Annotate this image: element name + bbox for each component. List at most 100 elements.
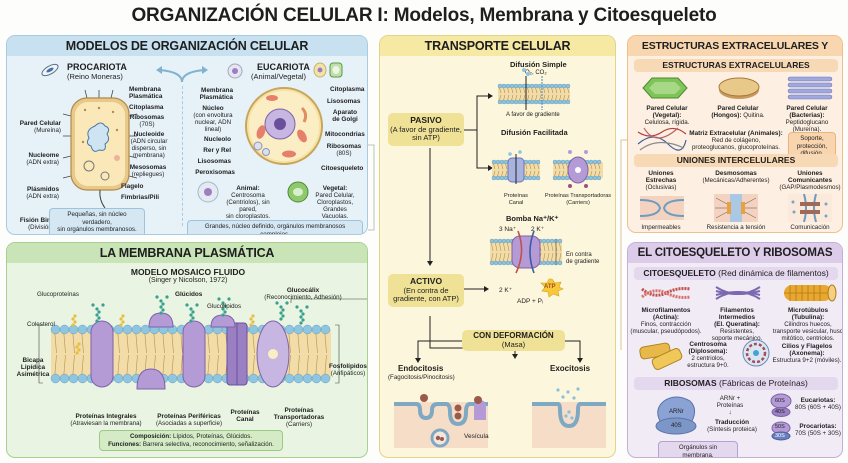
integral-protein [182, 320, 206, 388]
label-nucleolo: Nucleolo [204, 136, 231, 143]
label-pared-celular: Pared Celular(Mureína) [19, 120, 61, 134]
panel-connector-right [620, 139, 628, 350]
microtubulos-desc: Microtúbulos (Tubulina):Cilindros huecos… [772, 307, 843, 342]
bacteria-icon [41, 63, 59, 77]
filamentos-intermedios-desc: Filamentos Intermedios(El. Queratina):Re… [711, 307, 763, 342]
exocitosis-title: Exocitosis [550, 364, 591, 373]
fluid-mosaic-diagram [38, 295, 367, 390]
eucariota-title: EUCARIOTA [257, 62, 310, 72]
label-peroxisomas: Peroxisomas [195, 169, 235, 176]
label-rer-rel: Rer y Rel [203, 147, 231, 154]
label-proteinas-integrales: Proteínas Integrales(Atraviesan la membr… [70, 413, 142, 427]
eucariota-note: Grandes, núcleo definido, orgánulos memb… [187, 220, 363, 234]
desmosomas-function: Resistencia a tensión [706, 224, 766, 231]
eukaryote-cell-icon [227, 63, 243, 79]
label-fimbrias: Fimbrias/Pili [121, 194, 160, 201]
cilios-flagelos-desc: Cilios y Flagelos(Axonema):Estructura 9+… [772, 343, 842, 364]
model-title: MODELO MOSAICO FLUIDO [130, 267, 246, 277]
vesicula-label: Vesícula [464, 433, 489, 440]
citoesqueleto-subheader: CITOESQUELETO (Red dinámica de filamento… [634, 267, 838, 280]
estrechas-function: Impermeables [641, 224, 681, 231]
plant-wall-icon [642, 77, 688, 99]
plant-cell-icon [329, 62, 343, 78]
integral-protein [90, 320, 114, 388]
procariotas-desc: Procariotas:70S (50S + 30S) [795, 423, 841, 437]
procariota-note: Pequeñas, sin núcleo verdadero,sin orgán… [49, 208, 145, 234]
page-title: ORGANIZACIÓN CELULAR I: Modelos, Membran… [131, 5, 717, 26]
tight-junction-icon [639, 196, 685, 220]
gap-junction-icon [788, 193, 832, 223]
simple-diffusion-membrane [497, 68, 571, 110]
endocitosis-title: Endocitosis [398, 364, 444, 373]
label-fision-binaria: Fisión Binaria(División) [19, 217, 63, 231]
label-glucoproteinas: Glucoproteínas [37, 291, 79, 298]
centrosoma-desc: Centrosoma(Diplosoma):2 centriolos,estru… [687, 341, 729, 369]
40s-label: 40S [671, 423, 682, 429]
atp-icon [540, 278, 564, 298]
label-plasmidos: Plásmidos(ADN extra) [26, 186, 59, 200]
label-ribosomas-eu: Ribosomas(80S) [326, 143, 362, 157]
label-glucocalix: Glucocálix(Reconocimiento, Adhesión) [264, 287, 342, 301]
sodium-potassium-pump-diagram [489, 230, 563, 274]
vegetal-description: Vegetal:Pared Celular,Cloroplastos,Grand… [315, 185, 355, 220]
channel-protein-diagram [491, 150, 541, 184]
label-colesterol: Colesterol [27, 321, 55, 328]
panel-extracelulares: ESTRUCTURAS EXTRACELULARES Y UNIONES EST… [627, 35, 843, 233]
label-lisosomas-left: Lisosomas [197, 158, 231, 165]
k-top-label: 2 K⁺ [531, 226, 545, 233]
label-citoplasma-pro: Citoplasma [129, 104, 164, 111]
panel-modelos: MODELOS DE ORGANIZACIÓN CELULAR PROCARIO… [6, 35, 368, 235]
panel-extracelulares-header: ESTRUCTURAS EXTRACELULARES Y UNIONES [628, 36, 842, 72]
gases-label: O₂, CO₂ [525, 70, 547, 76]
plant-cell-small-icon [287, 181, 309, 203]
extracellular-matrix-icon [637, 127, 687, 151]
matriz-extracelular: Matriz Extracelular (Animales):Red de co… [689, 130, 783, 151]
difusion-simple-title: Difusión Simple [510, 60, 567, 69]
k-bottom-label: 2 K⁺ [499, 287, 513, 294]
pared-vegetal: Pared Celular (Vegetal):Celulosa, rígida… [644, 105, 690, 126]
adp-label: ADP + Pᵢ [517, 298, 544, 305]
centrosome-icon [639, 342, 683, 370]
30s-label: 30S [775, 433, 785, 439]
atp-label: ATP [544, 284, 556, 290]
50s-label: 50S [775, 424, 785, 430]
exocytosis-diagram [532, 387, 606, 448]
fungi-wall-icon [718, 77, 760, 99]
split-arrows-icon [156, 66, 208, 83]
procariota-title: PROCARIOTA [67, 62, 127, 72]
arnr-proteinas: ARNr +Proteínas↓ [716, 395, 744, 416]
animal-cell-small-icon [197, 181, 219, 203]
endocytosis-diagram [394, 394, 488, 448]
label-nucleome: Nucleome(ADN extra) [26, 152, 59, 166]
pared-bacterias: Pared Celular (Bacterias):Peptidoglucano… [785, 105, 829, 133]
bacteria-wall-icon [787, 76, 833, 100]
prokaryotic-ribosome-icon [771, 421, 791, 441]
panel-transporte: TRANSPORTE CELULAR PASIVO(A favor de gra… [379, 35, 616, 458]
pared-hongos: Pared Celular(Hongos): Quitina. [711, 105, 765, 119]
panel-membrana: LA MEMBRANA PLASMÁTICA MODELO MOSAICO FL… [6, 242, 368, 458]
desmosome-icon [714, 194, 758, 222]
ribosomas-note: Orgánulos sin membrana. [658, 441, 738, 457]
deformacion-box: CON DEFORMACIÓN(Masa) [462, 330, 565, 351]
bomba-title: Bomba Na⁺/K⁺ [506, 214, 559, 223]
eucariotas-desc: Eucariotas:80S (60S + 40S) [795, 397, 841, 411]
eucariota-subtitle: (Animal/Vegetal) [251, 72, 307, 81]
difusion-facilitada-title: Difusión Facilitada [501, 128, 568, 137]
intermediate-filament-icon [715, 286, 761, 300]
a-favor-label: A favor de gradiente [506, 112, 560, 118]
estructuras-extracelulares-subheader: ESTRUCTURAS EXTRACELULARES [634, 59, 838, 72]
procariota-subtitle: (Reino Moneras) [67, 72, 123, 81]
label-fosfolipidos: Fosfolípidos(Anfipáticos) [329, 363, 367, 377]
traduccion: Traducción(Síntesis proteica) [707, 419, 757, 433]
panel-transporte-header: TRANSPORTE CELULAR [380, 36, 615, 56]
animal-description: Animal:Centrosoma(Centriolos), sin pared… [225, 185, 271, 220]
